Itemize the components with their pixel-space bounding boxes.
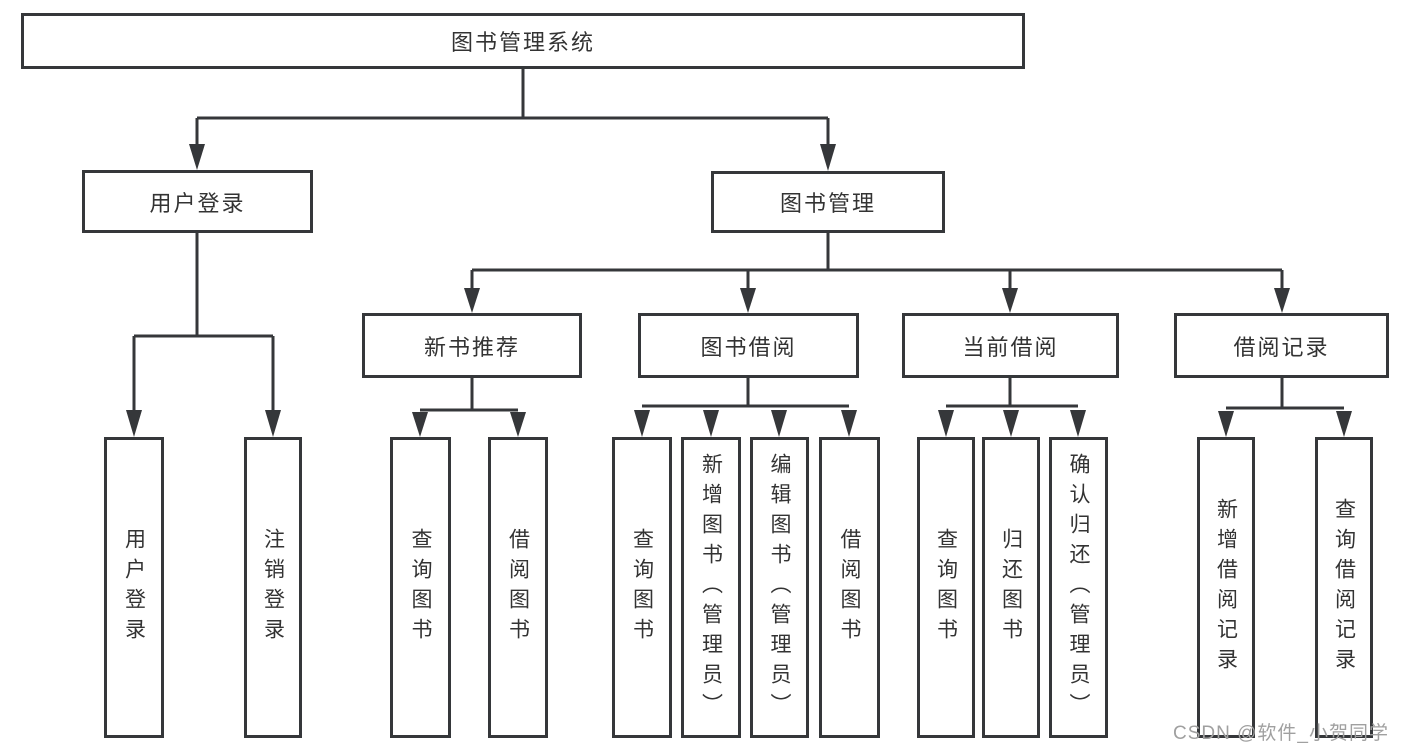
leaf-add-borrow-record: 新增借阅记录	[1197, 437, 1255, 738]
leaf-borrow-query-books: 查询图书	[612, 437, 672, 738]
leaf-current-query-books: 查询图书	[917, 437, 975, 738]
leaf-edit-books-admin: 编辑图书（管理员）	[750, 437, 809, 738]
leaf-logout: 注销登录	[244, 437, 302, 738]
node-new-book-recommend: 新书推荐	[362, 313, 582, 378]
connector-user-login-to-leaves	[126, 233, 281, 437]
connector-current-borrow-to-leaves	[938, 378, 1086, 437]
leaf-add-books-admin: 新增图书（管理员）	[681, 437, 741, 738]
connector-book-borrow-to-leaves	[634, 378, 857, 437]
leaf-user-login: 用户登录	[104, 437, 164, 738]
leaf-confirm-return-admin: 确认归还（管理员）	[1049, 437, 1108, 738]
connector-borrow-records-to-leaves	[1218, 378, 1352, 437]
node-borrow-records: 借阅记录	[1174, 313, 1389, 378]
leaf-newbook-query-books: 查询图书	[390, 437, 451, 738]
node-book-borrow: 图书借阅	[638, 313, 859, 378]
node-current-borrow: 当前借阅	[902, 313, 1119, 378]
node-user-login: 用户登录	[82, 170, 313, 233]
node-book-management: 图书管理	[711, 171, 945, 233]
csdn-watermark: CSDN @软件_小贺同学	[1173, 723, 1389, 744]
leaf-newbook-borrow-books: 借阅图书	[488, 437, 548, 738]
leaf-query-borrow-record: 查询借阅记录	[1315, 437, 1373, 738]
connector-book-management-to-level3	[464, 233, 1290, 313]
leaf-borrow-borrow-books: 借阅图书	[819, 437, 880, 738]
connector-root-to-level2	[189, 69, 836, 171]
node-root-system: 图书管理系统	[21, 13, 1025, 69]
connector-new-book-to-leaves	[412, 378, 526, 437]
leaf-return-books: 归还图书	[982, 437, 1040, 738]
